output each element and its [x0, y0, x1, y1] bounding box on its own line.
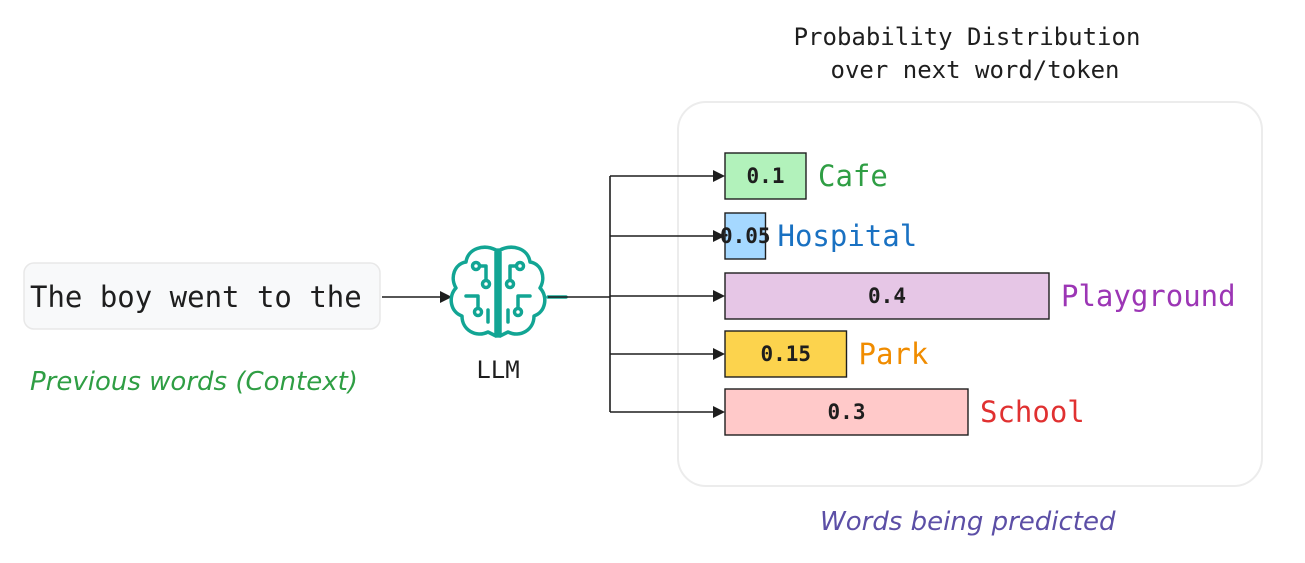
branch-arrows [610, 170, 725, 418]
bar-value-park: 0.15 [760, 342, 811, 366]
word-label-park: Park [859, 337, 929, 371]
bar-cafe [724, 152, 807, 200]
word-label-hospital: Hospital [778, 219, 918, 253]
bar-hospital [724, 212, 767, 260]
bar-value-playground: 0.4 [868, 284, 906, 308]
distribution-title-line-1: Probability Distribution [794, 23, 1141, 51]
distribution-title-line-2: over next word/token [831, 56, 1120, 84]
bar-school [724, 388, 969, 436]
llm-label: LLM [476, 356, 519, 384]
bar-value-hospital: 0.05 [720, 224, 771, 248]
bar-playground [724, 272, 1050, 320]
context-caption: Previous words (Context) [30, 367, 358, 397]
bar-park [724, 330, 848, 378]
context-box [23, 262, 381, 330]
probability-bars: 0.1 Cafe 0.05 Hospital 0.4 Playground 0.15 Park… [720, 152, 1236, 436]
word-label-school: School [980, 395, 1085, 429]
bar-value-cafe: 0.1 [747, 164, 785, 188]
bar-value-school: 0.3 [828, 400, 866, 424]
word-label-playground: Playground [1061, 279, 1236, 313]
brain-circuit-icon [449, 245, 568, 338]
word-label-cafe: Cafe [818, 159, 888, 193]
context-text: The boy went to the [30, 280, 362, 314]
predicted-caption: Words being predicted [820, 507, 1116, 537]
